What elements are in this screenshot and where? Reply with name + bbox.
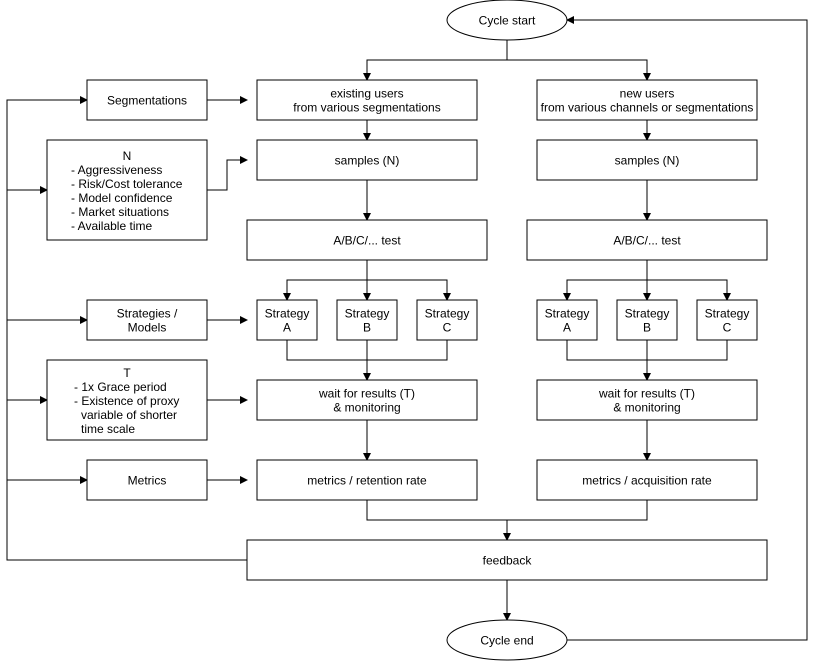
existing-strategy-c-label-line: C <box>443 321 452 335</box>
edge-new-test-to-strategy-a <box>563 279 647 301</box>
cycle-end-node: Cycle end <box>446 619 568 661</box>
existing-wait-label-line: wait for results (T) <box>318 387 415 401</box>
new-wait-label-line: & monitoring <box>613 401 680 415</box>
new-strategy-c-label-line: C <box>723 321 732 335</box>
existing-test-box: A/B/C/... test <box>246 219 488 261</box>
edge-start-to-new-users <box>507 59 651 81</box>
edge-feedback-to-segmentations <box>6 96 247 561</box>
existing-metrics-box: metrics / retention rate <box>256 459 478 501</box>
new-strategy-b-label-line: B <box>643 321 651 335</box>
feedback-label: feedback <box>483 554 533 568</box>
n-factor-item: - Available time <box>71 219 152 233</box>
edge-new-test-to-strategy-c <box>647 279 731 301</box>
new-wait-box: wait for results (T) & monitoring <box>536 379 758 421</box>
n-factors-box: N - Aggressiveness - Risk/Cost tolerance… <box>46 139 208 241</box>
segmentations-box: Segmentations <box>86 79 208 121</box>
new-metrics-box: metrics / acquisition rate <box>536 459 758 501</box>
new-strategy-c-label-line: Strategy <box>705 307 750 321</box>
new-users-box: new users from various channels or segme… <box>536 79 758 121</box>
strategies-models-label-line: Strategies / <box>117 307 178 321</box>
existing-strategy-a-label-line: A <box>283 321 291 335</box>
existing-strategy-a-label-line: Strategy <box>265 307 310 321</box>
existing-samples-box: samples (N) <box>256 139 478 181</box>
existing-test-label: A/B/C/... test <box>333 234 401 248</box>
edges <box>6 16 808 641</box>
metrics-box: Metrics <box>86 459 208 501</box>
t-factor-line: - Existence of proxy <box>74 394 179 408</box>
existing-wait-box: wait for results (T) & monitoring <box>256 379 478 421</box>
existing-wait-label-line: & monitoring <box>333 401 400 415</box>
new-test-box: A/B/C/... test <box>526 219 768 261</box>
segmentations-label: Segmentations <box>107 94 187 108</box>
strategies-models-box: Strategies / Models <box>86 299 208 341</box>
feedback-box: feedback <box>246 539 768 581</box>
metrics-label: Metrics <box>128 474 167 488</box>
edge-start-to-existing-users <box>363 40 508 81</box>
cycle-start-label: Cycle start <box>479 14 536 28</box>
new-strategy-b-box: Strategy B <box>616 299 678 341</box>
cycle-start-node: Cycle start <box>446 0 568 41</box>
new-users-label-line: from various channels or segmentations <box>541 101 754 115</box>
new-strategy-a-label-line: A <box>563 321 571 335</box>
n-factor-item: - Market situations <box>71 205 169 219</box>
existing-users-label-line: from various segmentations <box>293 101 440 115</box>
existing-metrics-label: metrics / retention rate <box>307 474 427 488</box>
existing-strategy-b-label-line: B <box>363 321 371 335</box>
edge-existing-test-to-strategy-c <box>367 279 451 301</box>
new-test-label: A/B/C/... test <box>613 234 681 248</box>
t-factor-line: time scale <box>81 422 135 436</box>
edge-existing-test-to-strategy-a <box>283 279 367 301</box>
n-factors-title: N <box>123 149 132 163</box>
new-samples-label: samples (N) <box>615 154 680 168</box>
existing-users-label-line: existing users <box>330 87 403 101</box>
edge-end-to-start-loop <box>566 16 808 641</box>
existing-strategy-c-label-line: Strategy <box>425 307 470 321</box>
strategies-models-label-line: Models <box>128 321 167 335</box>
new-strategy-c-box: Strategy C <box>696 299 758 341</box>
new-metrics-label: metrics / acquisition rate <box>582 474 712 488</box>
existing-strategy-b-label-line: Strategy <box>345 307 390 321</box>
n-factor-item: - Model confidence <box>71 191 173 205</box>
new-strategy-a-label-line: Strategy <box>545 307 590 321</box>
t-factor-line: - 1x Grace period <box>74 380 167 394</box>
new-strategy-a-box: Strategy A <box>536 299 598 341</box>
existing-strategy-c-box: Strategy C <box>416 299 478 341</box>
existing-strategy-b-box: Strategy B <box>336 299 398 341</box>
existing-users-box: existing users from various segmentation… <box>256 79 478 121</box>
n-factor-item: - Aggressiveness <box>71 163 162 177</box>
n-factor-item: - Risk/Cost tolerance <box>71 177 183 191</box>
new-strategy-b-label-line: Strategy <box>625 307 670 321</box>
t-factor-line: variable of shorter <box>81 408 177 422</box>
new-wait-label-line: wait for results (T) <box>598 387 695 401</box>
edge-n-to-existing-samples <box>207 156 248 191</box>
cycle-end-label: Cycle end <box>480 634 533 648</box>
new-samples-box: samples (N) <box>536 139 758 181</box>
new-users-label-line: new users <box>620 87 675 101</box>
t-factors-title: T <box>123 366 131 380</box>
existing-samples-label: samples (N) <box>335 154 400 168</box>
existing-strategy-a-box: Strategy A <box>256 299 318 341</box>
edge-metrics-merge <box>366 500 648 521</box>
t-factors-box: T - 1x Grace period - Existence of proxy… <box>46 359 208 441</box>
